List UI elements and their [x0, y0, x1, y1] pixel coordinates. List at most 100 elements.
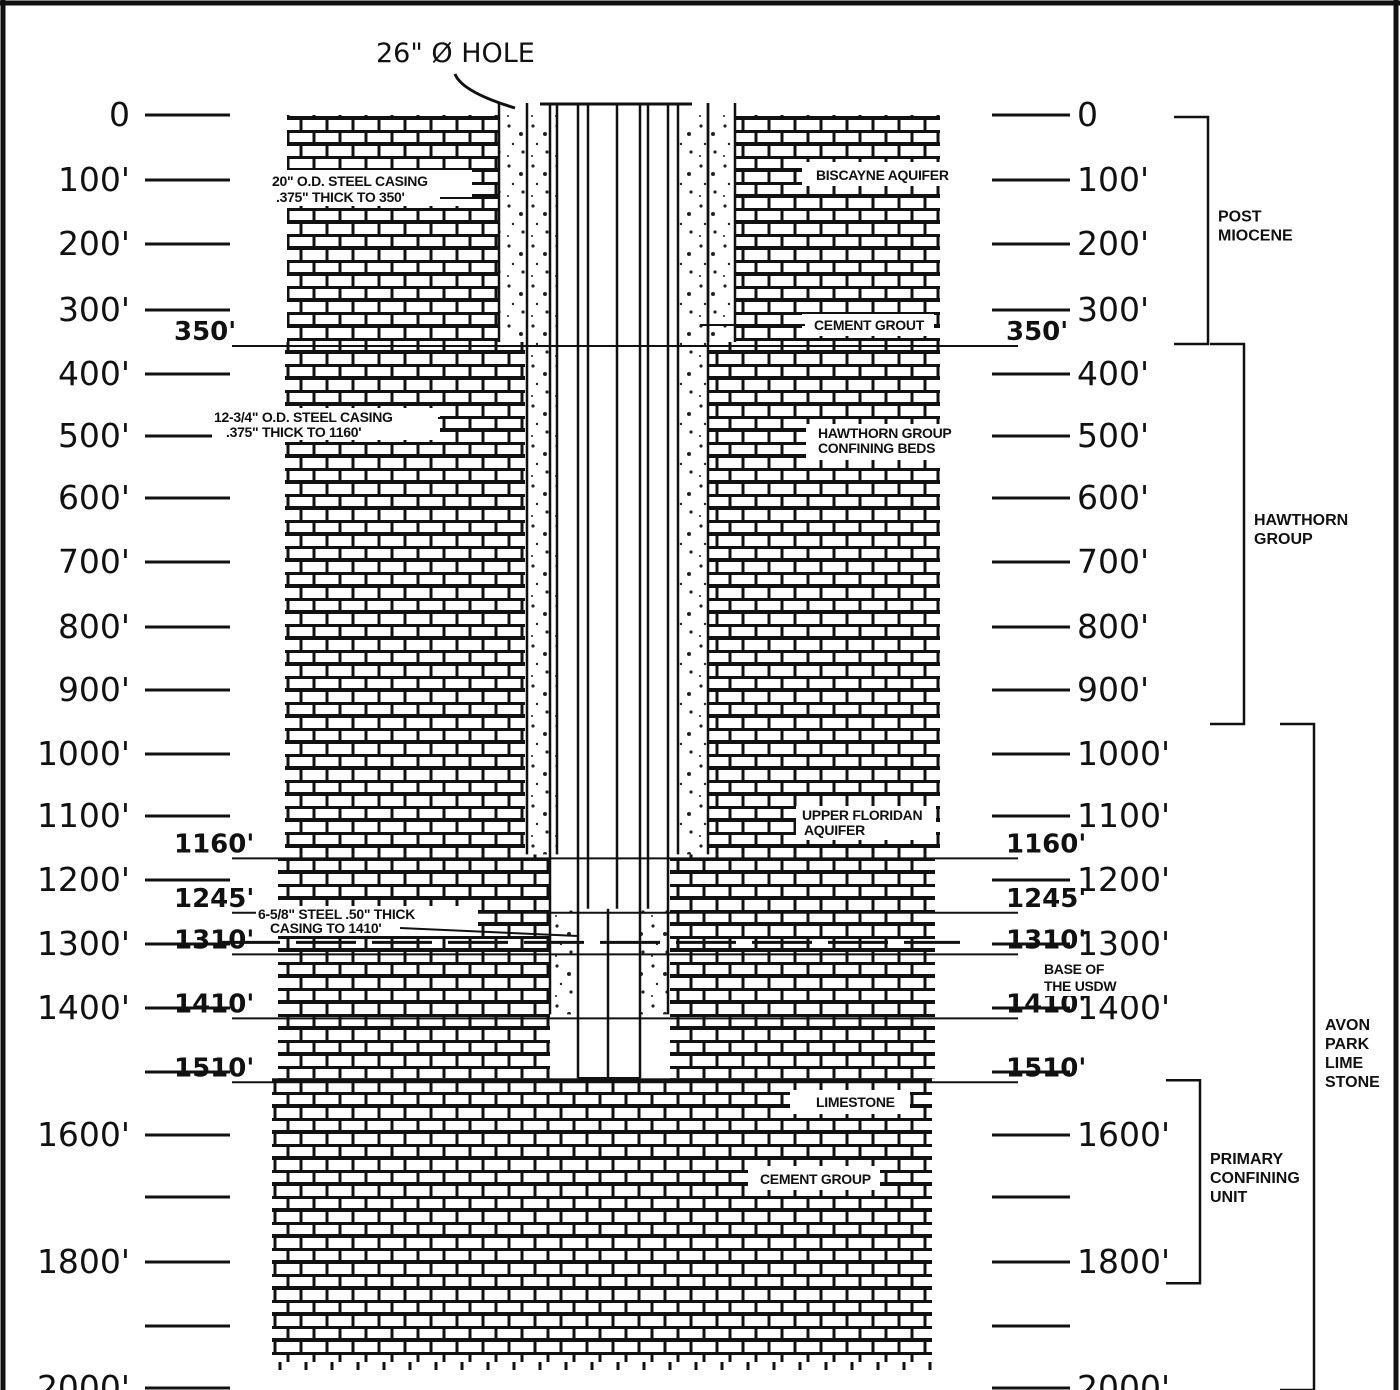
strata-base-ticks — [278, 1362, 932, 1370]
cement-annulus-6-left — [550, 908, 578, 1015]
left-scale-label: 700' — [58, 542, 130, 581]
formation-label: UNIT — [1210, 1189, 1248, 1206]
left-scale-label: 100' — [58, 160, 130, 199]
cement-annulus-6-right — [640, 908, 668, 1015]
strata-right-lower — [670, 854, 935, 1079]
hawthorn-beds-line1: HAWTHORN GROUP — [818, 425, 951, 441]
hawthorn-beds-bg — [806, 424, 952, 460]
biscayne-label-bg — [802, 162, 954, 186]
marker-label-right: 350' — [1006, 317, 1068, 347]
formation-bracket — [1166, 1079, 1202, 1285]
casing-12-callout-bg — [212, 408, 440, 440]
right-scale-label: 200' — [1077, 224, 1149, 263]
casing-6-line2: CASING TO 1410' — [270, 920, 381, 936]
formation-label: GROUP — [1254, 531, 1313, 548]
casing-20-line1: 20" O.D. STEEL CASING — [272, 173, 428, 189]
marker-label-right: 1245' — [1006, 884, 1086, 914]
left-scale-label: 900' — [58, 670, 130, 709]
formation-label: MIOCENE — [1218, 228, 1293, 245]
cement-annulus-20-right — [708, 115, 735, 342]
upper-floridan-line1: UPPER FLORIDAN — [802, 807, 922, 823]
cement-annulus-12-left — [527, 115, 557, 855]
casing-6-line1: 6-5/8" STEEL .50" THICK — [258, 906, 415, 922]
casing-20-callout-bg — [272, 170, 472, 206]
right-scale-label: 1100' — [1077, 796, 1170, 835]
left-scale-label: 1100' — [37, 796, 130, 835]
casing-6-leader — [399, 927, 579, 937]
left-scale-label: 800' — [58, 607, 130, 646]
base-usdw-line1: BASE OF — [1044, 961, 1105, 977]
right-depth-scale: 0 100' 200' 300' 400' 500' 600' 700' 800' 900' 100… — [992, 95, 1170, 1390]
formation-label: STONE — [1325, 1074, 1380, 1091]
marker-label-right: 1160' — [1006, 829, 1086, 859]
limestone-label: LIMESTONE — [816, 1094, 895, 1110]
casing-20-line2: .375" THICK TO 350' — [276, 189, 405, 205]
right-scale-label: 800' — [1077, 607, 1149, 646]
left-scale-label: 1200' — [37, 860, 130, 899]
right-scale-label: 700' — [1077, 542, 1149, 581]
right-scale-label: 1600' — [1077, 1115, 1170, 1154]
formation-label: LIME — [1325, 1055, 1364, 1072]
cement-grout-lower-label: CEMENT GROUP — [760, 1171, 871, 1187]
strata-left-lower — [278, 854, 550, 1079]
cement-annulus-12-right — [678, 115, 708, 855]
right-scale-label: 500' — [1077, 416, 1149, 455]
right-scale-label: 1000' — [1077, 734, 1170, 773]
casing-12-line2: .375" THICK TO 1160' — [226, 424, 361, 440]
formation-label: CONFINING — [1210, 1170, 1300, 1187]
right-scale-label: 600' — [1077, 478, 1149, 517]
marker-label-left: 350' — [174, 317, 236, 347]
left-scale-label: 200' — [58, 224, 130, 263]
left-scale-label: 1400' — [37, 988, 130, 1027]
strata-left-upper — [287, 115, 499, 342]
marker-label-left: 1510' — [174, 1053, 254, 1083]
base-usdw-bg — [1040, 958, 1136, 996]
right-scale-label: 1200' — [1077, 860, 1170, 899]
cement-annulus-20-left — [499, 115, 527, 342]
right-scale-label: 1300' — [1077, 924, 1170, 963]
right-scale-label: 300' — [1077, 290, 1149, 329]
right-scale-label: 100' — [1077, 160, 1149, 199]
marker-label-left: 1310' — [174, 925, 254, 955]
cement-grout-upper-label: CEMENT GROUT — [814, 317, 925, 333]
formation-bracket — [1210, 342, 1246, 726]
formation-brackets: POSTMIOCENEHAWTHORNGROUPAVONPARKLIMESTON… — [1166, 115, 1380, 1390]
left-scale-label: 1300' — [37, 924, 130, 963]
formation-bracket — [1174, 115, 1210, 346]
left-scale-label: 400' — [58, 354, 130, 393]
left-scale-label: 600' — [58, 478, 130, 517]
right-scale-label: 1800' — [1077, 1242, 1170, 1281]
strata-right-upper — [735, 115, 940, 342]
limestone-bg — [790, 1090, 910, 1114]
formation-label: PARK — [1325, 1036, 1370, 1053]
formation-bracket — [1280, 722, 1316, 1390]
marker-label-left: 1410' — [174, 989, 254, 1019]
left-scale-label: 300' — [58, 290, 130, 329]
left-scale-label: 2000' — [37, 1368, 130, 1390]
left-scale-label: 0 — [109, 95, 130, 134]
well-bore — [497, 103, 737, 1080]
strata-right-middle — [705, 342, 940, 855]
hole-leader-line — [453, 73, 516, 110]
right-scale-label: 900' — [1077, 670, 1149, 709]
left-scale-label: 1600' — [37, 1115, 130, 1154]
upper-floridan-line2: AQUIFER — [804, 822, 865, 838]
left-depth-scale: 0 100' 200' 300' 400' 500' 600' 700' 800' 900' 100… — [37, 95, 230, 1390]
marker-label-left: 1245' — [174, 884, 254, 914]
right-scale-label: 2000' — [1077, 1368, 1170, 1390]
upper-floridan-bg — [796, 806, 936, 840]
hawthorn-beds-line2: CONFINING BEDS — [818, 440, 935, 456]
marker-label-right: 1310' — [1006, 925, 1086, 955]
right-scale-label: 400' — [1077, 354, 1149, 393]
casing-12-line1: 12-3/4" O.D. STEEL CASING — [214, 409, 393, 425]
right-scale-label: 0 — [1077, 95, 1098, 134]
marker-label-left: 1160' — [174, 829, 254, 859]
formation-label: HAWTHORN — [1254, 512, 1348, 529]
left-scale-label: 1000' — [37, 734, 130, 773]
hole-label: 26" Ø HOLE — [376, 38, 535, 69]
formation-label: POST — [1218, 209, 1262, 226]
biscayne-label: BISCAYNE AQUIFER — [816, 167, 949, 183]
cement-grout-lower-bg — [748, 1166, 880, 1190]
left-scale-label: 500' — [58, 416, 130, 455]
